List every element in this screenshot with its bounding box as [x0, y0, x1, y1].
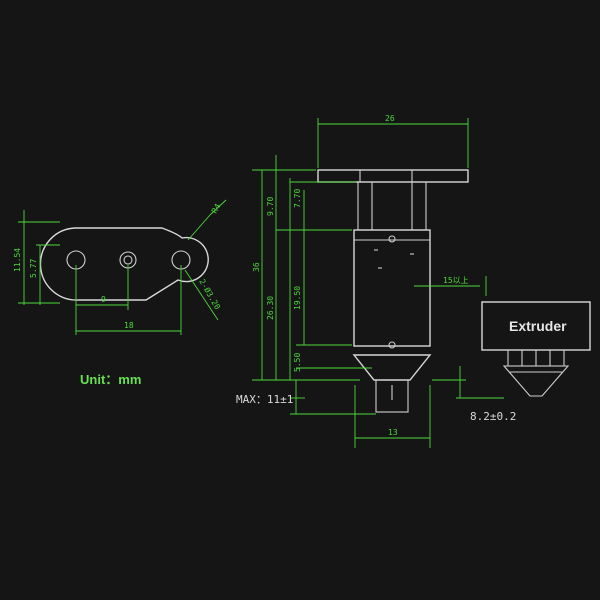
dim-block-height: 19.50 [293, 286, 302, 310]
dim-heatsink-width: 26 [385, 114, 395, 123]
dim-fin-height: 9.70 [266, 197, 275, 216]
dim-hole-offset: 5.77 [29, 259, 38, 278]
dim-total-height: 36 [252, 262, 261, 272]
nozzle-tolerance-label: 8.2±0.2 [470, 410, 516, 423]
dim-full-pitch: 18 [124, 321, 134, 330]
max-length-label: MAX：11±1 [236, 393, 293, 406]
extruder-label: Extruder [509, 318, 567, 334]
dim-side-label: 15以上 [443, 276, 469, 285]
plate-dimensions [18, 199, 227, 335]
dim-bottom-height: 5.50 [293, 353, 302, 372]
extruder-side-view [317, 169, 469, 413]
body-dimensions [252, 118, 504, 448]
extruder-icon [481, 301, 591, 397]
dim-half-pitch: 9 [101, 295, 106, 304]
dim-nozzle-width: 13 [388, 428, 398, 437]
mounting-plate [39, 227, 209, 301]
dim-radius: R4 [210, 202, 223, 215]
unit-label: Unit：mm [80, 372, 141, 387]
dim-fin-inner: 7.70 [293, 189, 302, 208]
dim-plate-height: 11.54 [13, 248, 22, 272]
dim-body-height: 26.30 [266, 296, 275, 320]
